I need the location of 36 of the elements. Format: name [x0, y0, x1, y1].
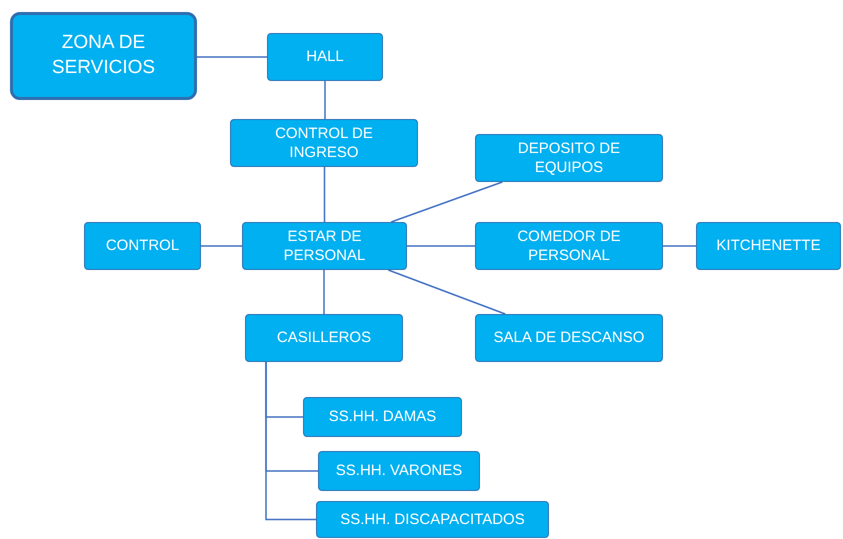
room-box [303, 397, 462, 437]
room-label: ESTAR DE PERSONAL [282, 226, 366, 266]
room-box [318, 451, 480, 491]
room-box [475, 222, 663, 270]
room-label: HALL [306, 47, 344, 67]
room-label: SS.HH. VARONES [336, 461, 462, 481]
connector-line [265, 362, 316, 520]
room-box [475, 314, 663, 362]
room-label: KITCHENETTE [716, 236, 821, 256]
room-label: DEPOSITO DE EQUIPOS [516, 138, 622, 178]
connector-line [323, 270, 325, 314]
room-box [245, 314, 403, 362]
room-box [84, 222, 201, 270]
connector-line [663, 245, 696, 247]
room-label: CASILLEROS [276, 328, 372, 348]
room-box [230, 119, 418, 167]
room-label: SS.HH. DAMAS [328, 407, 436, 427]
connector-line [324, 167, 326, 222]
room-label: CONTROL DE INGRESO [274, 124, 374, 162]
room-label: COMEDOR DE PERSONAL [516, 226, 622, 266]
room-box [696, 222, 841, 270]
room-label: SALA DE DESCANSO [494, 328, 644, 348]
room-box [475, 134, 663, 182]
connector-line [324, 81, 326, 119]
room-box [242, 222, 407, 270]
room-box [267, 33, 383, 81]
room-label: SS.HH. DISCAPACITADOS [340, 510, 525, 530]
connector-line [390, 181, 503, 223]
room-label: ZONA DE SERVICIOS [50, 31, 156, 80]
zone-box [10, 12, 197, 100]
room-label: CONTROL [106, 236, 180, 256]
connector-line [197, 56, 267, 58]
connector-line [388, 269, 506, 315]
connector-line [407, 245, 475, 247]
connector-line [201, 245, 242, 247]
room-box [316, 501, 549, 538]
